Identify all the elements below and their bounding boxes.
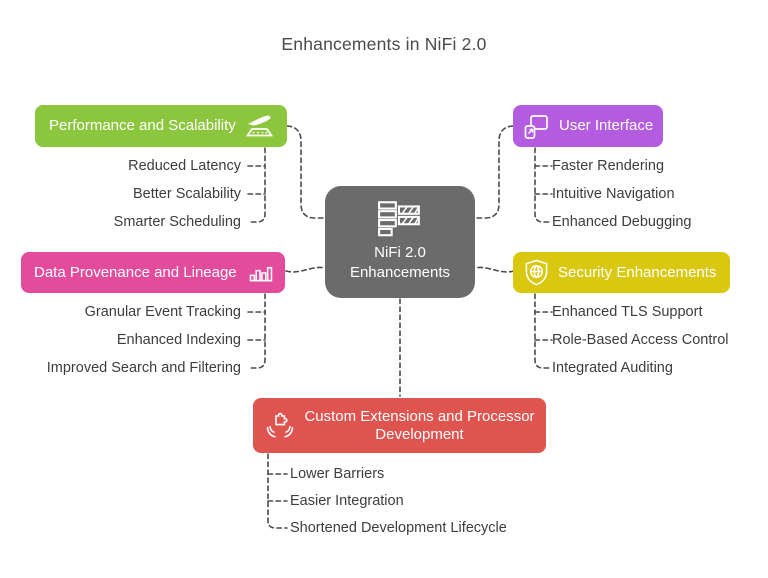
branch-custom-extensions-label: Custom Extensions and Processor Developm… bbox=[304, 407, 535, 443]
item-improved-search-filtering: Improved Search and Filtering bbox=[46, 360, 241, 376]
flight-takeoff-icon bbox=[245, 113, 275, 139]
branch-performance-label: Performance and Scalability bbox=[49, 117, 236, 134]
branch-data-provenance[interactable]: Data Provenance and Lineage bbox=[21, 252, 285, 293]
hands-puzzle-icon bbox=[265, 412, 295, 440]
branch-custom-extensions[interactable]: Custom Extensions and Processor Developm… bbox=[253, 398, 546, 453]
item-enhanced-debugging: Enhanced Debugging bbox=[552, 214, 692, 230]
item-better-scalability: Better Scalability bbox=[133, 186, 241, 202]
shield-globe-icon bbox=[524, 259, 549, 286]
page-title: Enhancements in NiFi 2.0 bbox=[281, 34, 487, 54]
item-granular-event-tracking: Granular Event Tracking bbox=[84, 304, 241, 320]
item-faster-rendering: Faster Rendering bbox=[552, 158, 665, 174]
branch-data-provenance-label: Data Provenance and Lineage bbox=[34, 263, 237, 281]
item-integrated-auditing: Integrated Auditing bbox=[552, 360, 673, 376]
item-smarter-scheduling: Smarter Scheduling bbox=[113, 214, 241, 230]
item-enhanced-tls-support: Enhanced TLS Support bbox=[552, 304, 703, 320]
branch-user-interface[interactable]: User Interface bbox=[513, 105, 663, 147]
branch-performance[interactable]: Performance and Scalability bbox=[35, 105, 287, 147]
item-role-based-access-control: Role-Based Access Control bbox=[552, 332, 729, 348]
item-intuitive-navigation: Intuitive Navigation bbox=[552, 186, 675, 202]
branch-security[interactable]: Security Enhancements bbox=[513, 252, 730, 293]
center-node[interactable]: NiFi 2.0 Enhancements bbox=[325, 186, 475, 298]
item-enhanced-indexing: Enhanced Indexing bbox=[116, 332, 241, 348]
branch-user-interface-label: User Interface bbox=[559, 117, 654, 134]
item-reduced-latency: Reduced Latency bbox=[128, 158, 241, 174]
item-easier-integration: Easier Integration bbox=[290, 493, 404, 509]
devices-icon bbox=[523, 113, 550, 140]
item-lower-barriers: Lower Barriers bbox=[290, 466, 385, 482]
flow-queue-icon bbox=[377, 200, 423, 237]
item-shortened-development-lifecycle: Shortened Development Lifecycle bbox=[290, 520, 507, 536]
branch-security-label: Security Enhancements bbox=[558, 263, 717, 281]
bar-chart-icon bbox=[248, 262, 273, 283]
center-node-label: NiFi 2.0 Enhancements bbox=[349, 243, 451, 281]
